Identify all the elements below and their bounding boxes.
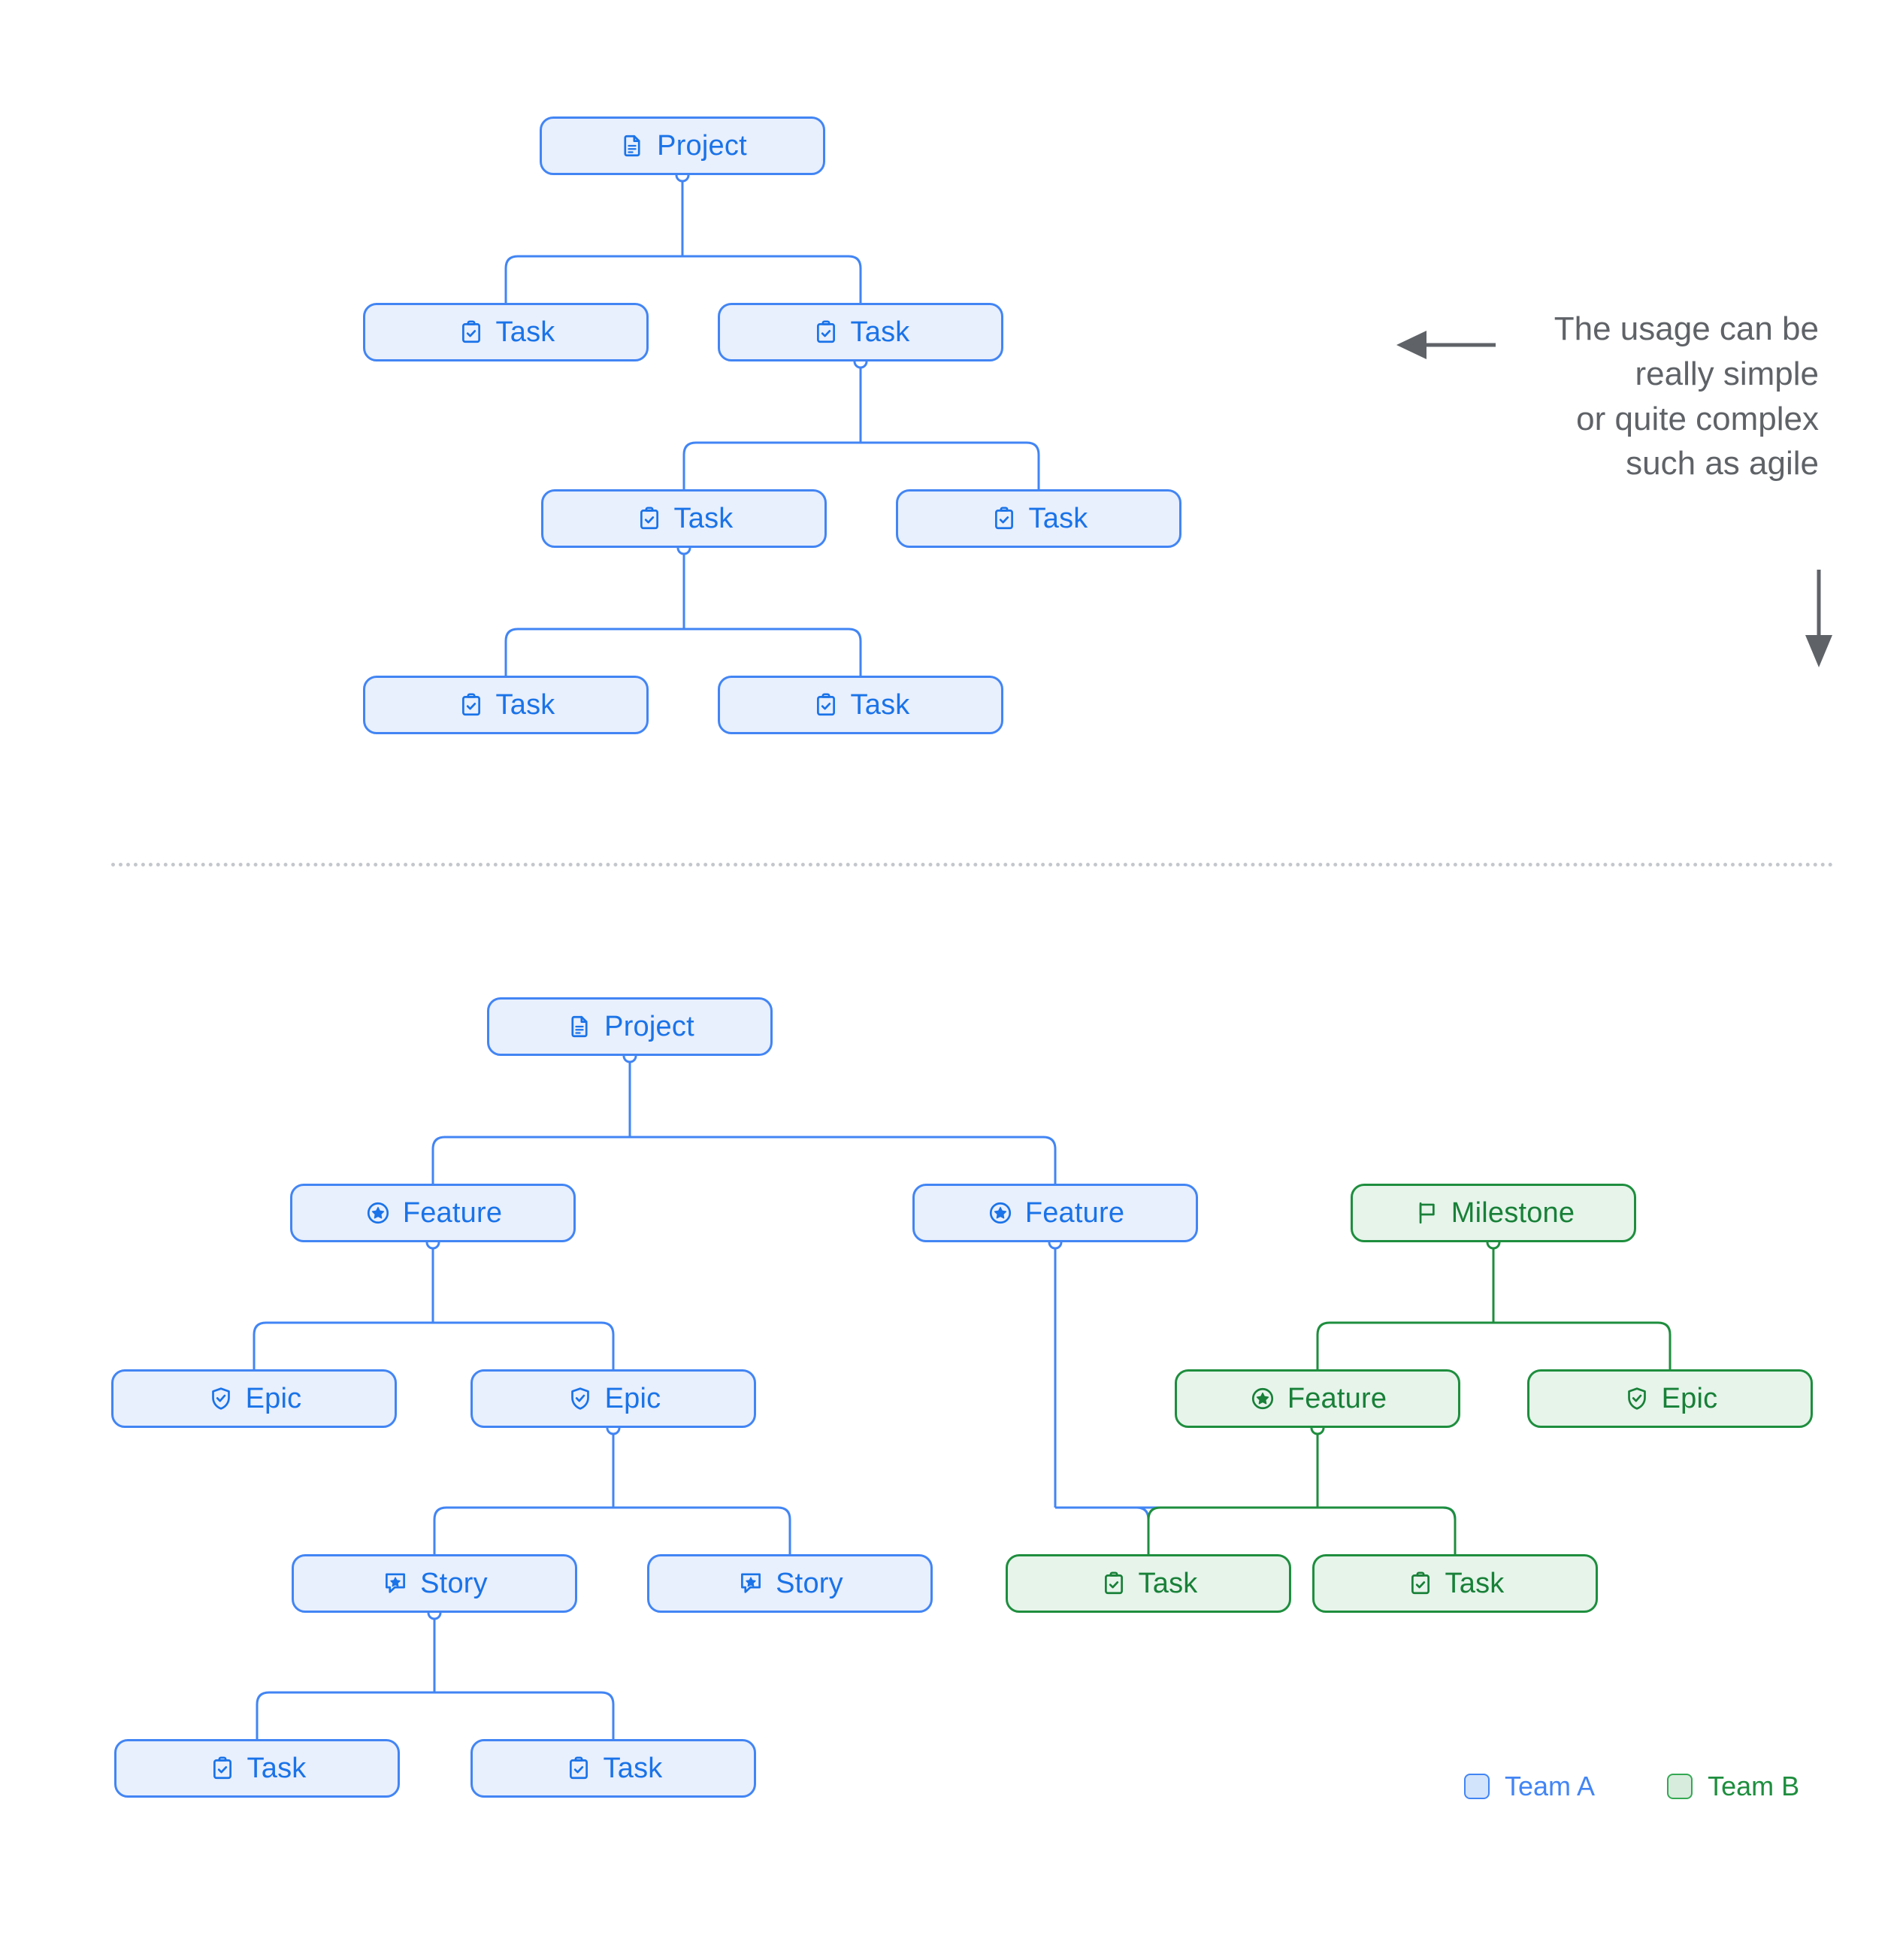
connector-line <box>1055 1506 1457 1554</box>
node-label: Epic <box>604 1383 661 1414</box>
section-divider <box>111 863 1834 867</box>
node-label: Story <box>776 1568 843 1599</box>
shield-check-icon <box>207 1384 235 1413</box>
node-label: Task <box>603 1753 663 1784</box>
connector-line <box>630 1136 1057 1184</box>
node-label: Task <box>495 316 555 348</box>
team-legend: Team A Team B <box>1464 1771 1799 1802</box>
team-b-swatch-icon <box>1667 1774 1693 1799</box>
comment-star-icon <box>737 1569 765 1598</box>
node-label: Epic <box>1661 1383 1718 1414</box>
legend-label-team-b: Team B <box>1708 1771 1800 1801</box>
connector-line <box>256 1691 434 1739</box>
node-task-s-task-3[interactable]: Task <box>541 489 827 548</box>
node-project-s-project[interactable]: Project <box>540 116 825 175</box>
connector-line <box>433 1321 615 1369</box>
node-epic-a-epic-1[interactable]: Epic <box>111 1369 397 1428</box>
clipboard-check-icon <box>812 691 840 719</box>
clipboard-check-icon <box>635 504 664 533</box>
node-task-s-task-1[interactable]: Task <box>363 303 649 361</box>
node-label: Story <box>420 1568 488 1599</box>
legend-label-team-a: Team A <box>1505 1771 1596 1801</box>
node-task-a-task-g2[interactable]: Task <box>1312 1554 1598 1613</box>
node-story-a-story-2[interactable]: Story <box>647 1554 933 1613</box>
shield-check-icon <box>566 1384 594 1413</box>
node-label: Project <box>604 1011 694 1042</box>
star-circle-icon <box>1248 1384 1277 1413</box>
clipboard-check-icon <box>208 1754 237 1783</box>
star-circle-icon <box>364 1199 392 1227</box>
flag-icon <box>1412 1199 1441 1227</box>
node-task-s-task-5[interactable]: Task <box>363 676 649 734</box>
star-circle-icon <box>986 1199 1015 1227</box>
connector-line <box>504 628 684 676</box>
node-task-s-task-2[interactable]: Task <box>718 303 1003 361</box>
annotation-line-1: The usage can be <box>1554 310 1819 347</box>
arrow-down-icon <box>1805 570 1832 667</box>
node-label: Task <box>1028 503 1088 534</box>
connector-line <box>613 1506 791 1554</box>
clipboard-check-icon <box>1100 1569 1128 1598</box>
node-label: Project <box>657 130 747 162</box>
connector-line <box>504 255 682 303</box>
node-label: Feature <box>402 1197 503 1229</box>
document-icon <box>618 132 646 160</box>
node-task-a-task-g1[interactable]: Task <box>1006 1554 1291 1613</box>
connector-line <box>433 1506 613 1554</box>
annotation-line-3: or quite complex <box>1576 400 1819 437</box>
comment-star-icon <box>381 1569 410 1598</box>
clipboard-check-icon <box>812 318 840 346</box>
connector-line <box>253 1321 433 1369</box>
connector-line <box>684 628 862 676</box>
connector-line <box>431 1136 630 1184</box>
node-task-a-task-b1[interactable]: Task <box>114 1739 400 1798</box>
node-feature-a-feature-1[interactable]: Feature <box>290 1184 576 1242</box>
node-epic-a-epic-2[interactable]: Epic <box>470 1369 756 1428</box>
node-label: Task <box>495 689 555 721</box>
node-feature-a-feature-2[interactable]: Feature <box>912 1184 1198 1242</box>
clipboard-check-icon <box>990 504 1018 533</box>
node-epic-a-epic-3[interactable]: Epic <box>1527 1369 1813 1428</box>
node-label: Task <box>850 316 910 348</box>
team-a-swatch-icon <box>1464 1774 1490 1799</box>
node-story-a-story-1[interactable]: Story <box>292 1554 577 1613</box>
usage-annotation: The usage can be really simple or quite … <box>1248 307 1819 486</box>
node-label: Task <box>247 1753 307 1784</box>
node-label: Task <box>1445 1568 1505 1599</box>
node-task-s-task-4[interactable]: Task <box>896 489 1181 548</box>
node-label: Task <box>850 689 910 721</box>
node-label: Feature <box>1287 1383 1387 1414</box>
legend-item-team-b[interactable]: Team B <box>1667 1771 1799 1802</box>
node-label: Task <box>673 503 734 534</box>
shield-check-icon <box>1623 1384 1651 1413</box>
annotation-line-2: really simple <box>1635 355 1819 392</box>
node-feature-a-feature-3[interactable]: Feature <box>1175 1369 1460 1428</box>
connector-line <box>682 255 862 303</box>
node-label: Milestone <box>1451 1197 1575 1229</box>
node-milestone-a-milestone[interactable]: Milestone <box>1351 1184 1636 1242</box>
connector-line <box>1316 1321 1493 1369</box>
legend-item-team-a[interactable]: Team A <box>1464 1771 1595 1802</box>
clipboard-check-icon <box>564 1754 593 1783</box>
connector-line <box>1493 1321 1672 1369</box>
connector-line <box>1055 1506 1150 1554</box>
connector-line <box>861 441 1040 489</box>
connector-line <box>1318 1506 1457 1554</box>
node-project-a-project[interactable]: Project <box>487 997 773 1056</box>
connector-line <box>434 1691 615 1739</box>
connector-line <box>1147 1506 1318 1554</box>
annotation-line-4: such as agile <box>1626 445 1819 482</box>
node-label: Epic <box>245 1383 302 1414</box>
document-icon <box>565 1012 594 1041</box>
clipboard-check-icon <box>457 691 486 719</box>
clipboard-check-icon <box>1406 1569 1435 1598</box>
node-task-s-task-6[interactable]: Task <box>718 676 1003 734</box>
node-label: Task <box>1138 1568 1198 1599</box>
connector-line <box>682 441 861 489</box>
clipboard-check-icon <box>457 318 486 346</box>
node-label: Feature <box>1024 1197 1125 1229</box>
node-task-a-task-b2[interactable]: Task <box>470 1739 756 1798</box>
